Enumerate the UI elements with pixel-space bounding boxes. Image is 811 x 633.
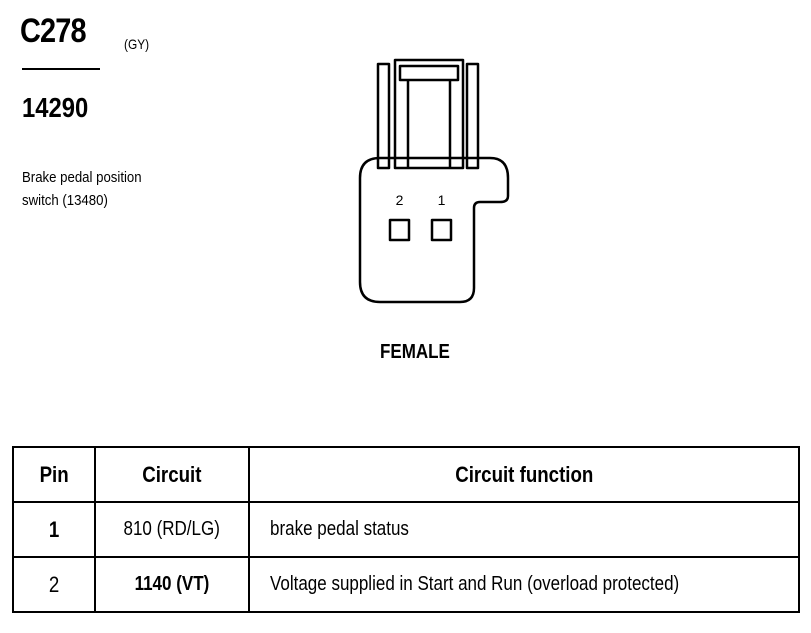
cell-circuit: 1140 (VT)	[94, 556, 250, 613]
header-circuit: Circuit	[94, 446, 250, 503]
cell-circuit-function: brake pedal status	[248, 501, 800, 558]
connector-description: Brake pedal position switch (13480)	[22, 166, 198, 212]
connector-gender: FEMALE	[380, 341, 450, 363]
table-row: 2 1140 (VT) Voltage supplied in Start an…	[12, 556, 800, 613]
connector-body-outline	[358, 156, 510, 304]
cell-pin: 2	[12, 556, 96, 613]
header-pin: Pin	[12, 446, 96, 503]
connector-face-diagram: 2 1	[358, 58, 510, 304]
pin-circuit-table: Pin Circuit Circuit function 1 810 (RD/L…	[12, 446, 800, 613]
cell-circuit: 810 (RD/LG)	[94, 501, 250, 558]
cell-pin: 1	[12, 501, 96, 558]
table-row: 1 810 (RD/LG) brake pedal status	[12, 501, 800, 558]
connector-post-left	[376, 62, 391, 170]
pin-2-label: 2	[396, 192, 404, 208]
table-header-row: Pin Circuit Circuit function	[12, 446, 800, 503]
description-line-2: switch (13480)	[22, 192, 108, 209]
pin-2-cavity	[388, 218, 411, 242]
part-number: 14290	[22, 92, 89, 123]
connector-post-right	[465, 62, 480, 170]
pin-1-cavity	[430, 218, 453, 242]
pin-1-label: 1	[438, 192, 446, 208]
cell-circuit-function: Voltage supplied in Start and Run (overl…	[248, 556, 800, 613]
header-circuit-function: Circuit function	[248, 446, 800, 503]
connector-color-code: (GY)	[124, 36, 150, 52]
connector-latch-top	[398, 64, 460, 82]
header-divider	[22, 68, 100, 70]
connector-id: C278	[20, 12, 87, 50]
description-line-1: Brake pedal position	[22, 169, 142, 186]
connector-latch	[393, 58, 465, 170]
